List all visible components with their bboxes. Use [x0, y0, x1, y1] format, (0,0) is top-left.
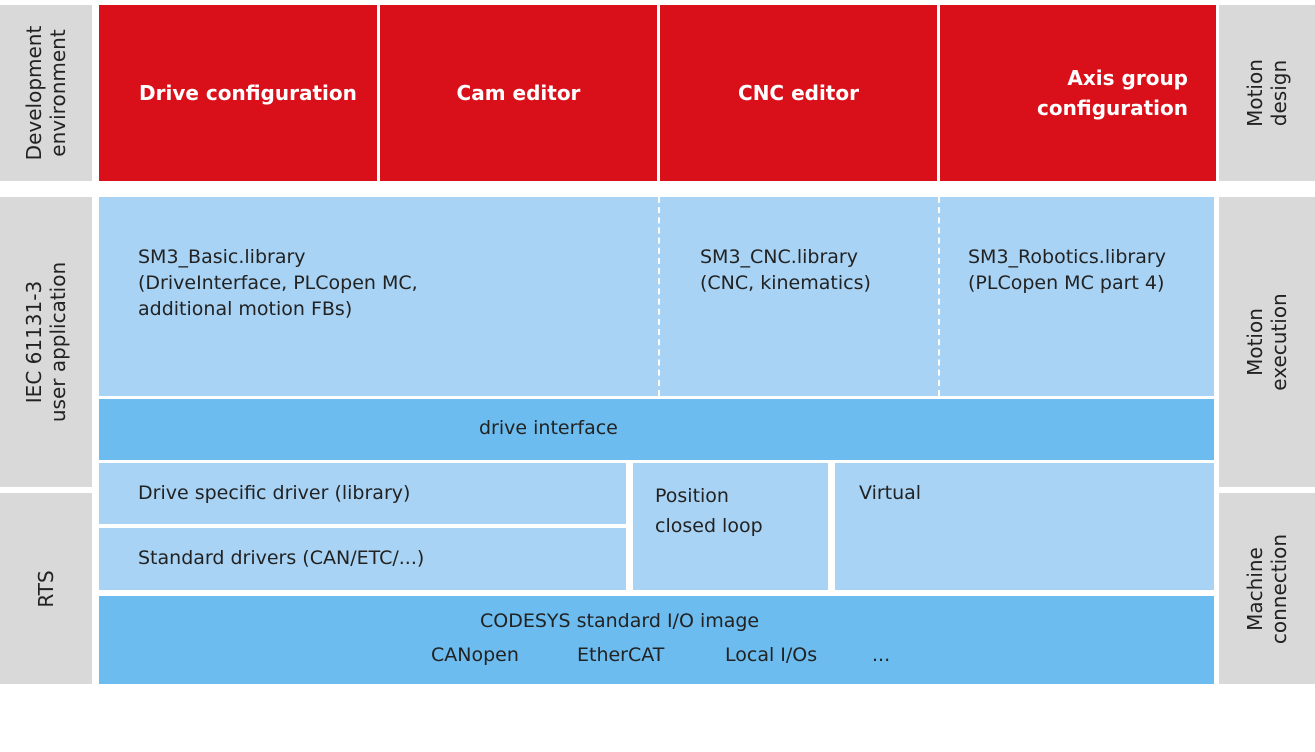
library-divider-1	[658, 197, 660, 396]
cam-editor-block: Cam editor	[380, 5, 657, 181]
label-development-environment-text: Development environment	[22, 25, 70, 161]
label-iec-user-application: IEC 61131-3 user application	[0, 197, 92, 487]
label-machine-connection-text: Machine connection	[1243, 533, 1291, 644]
label-rts: RTS	[0, 493, 92, 684]
io-item-ethercat: EtherCAT	[577, 644, 665, 666]
io-item-canopen: CANopen	[431, 644, 519, 666]
io-item-more: ...	[872, 644, 891, 666]
drive-configuration-block: Drive configuration	[99, 5, 377, 181]
drive-configuration-label: Drive configuration	[139, 81, 357, 105]
label-rts-text: RTS	[34, 569, 58, 608]
label-motion-execution-text: Motion execution	[1243, 293, 1291, 391]
virtual-label: Virtual	[859, 482, 922, 504]
cam-editor-label: Cam editor	[456, 81, 581, 105]
io-image-title: CODESYS standard I/O image	[480, 610, 760, 632]
cnc-editor-label: CNC editor	[738, 81, 859, 105]
drive-interface-block: drive interface	[99, 399, 1214, 460]
standard-drivers-label: Standard drivers (CAN/ETC/...)	[138, 547, 425, 569]
io-image-block: CODESYS standard I/O image CANopen Ether…	[99, 596, 1214, 684]
drive-interface-label: drive interface	[479, 417, 618, 439]
label-machine-connection: Machine connection	[1219, 493, 1315, 684]
position-closed-loop-block: Position closed loop	[633, 463, 828, 590]
drive-specific-driver-block: Drive specific driver (library)	[99, 463, 626, 524]
libraries-block	[99, 197, 1214, 396]
virtual-block: Virtual	[835, 463, 1214, 590]
drive-specific-driver-label: Drive specific driver (library)	[138, 482, 411, 504]
position-closed-loop-label: Position closed loop	[655, 485, 763, 537]
library-divider-2	[938, 197, 940, 396]
cnc-editor-block: CNC editor	[660, 5, 937, 181]
label-motion-execution: Motion execution	[1219, 197, 1315, 487]
label-motion-design: Motion design	[1219, 5, 1315, 181]
label-development-environment: Development environment	[0, 5, 92, 181]
io-item-local-ios: Local I/Os	[725, 644, 818, 666]
label-iec-user-application-text: IEC 61131-3 user application	[22, 261, 70, 423]
sm3-cnc-library-text: SM3_CNC.library (CNC, kinematics)	[700, 246, 871, 294]
label-motion-design-text: Motion design	[1243, 59, 1291, 127]
axis-group-configuration-label: Axis group configuration	[1037, 66, 1188, 120]
axis-group-configuration-block: Axis group configuration	[940, 5, 1216, 181]
sm3-robotics-library-text: SM3_Robotics.library (PLCopen MC part 4)	[968, 246, 1166, 294]
standard-drivers-block: Standard drivers (CAN/ETC/...)	[99, 528, 626, 590]
sm3-basic-library-text: SM3_Basic.library (DriveInterface, PLCop…	[138, 246, 418, 320]
